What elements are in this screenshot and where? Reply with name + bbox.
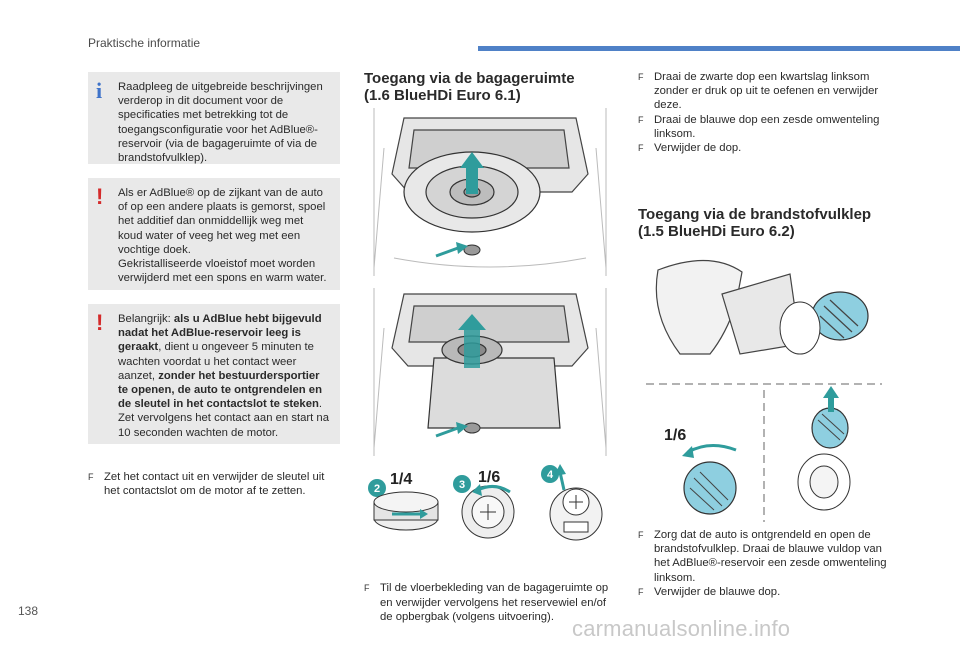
step-blue-cap: Draai de blauwe dop een zesde omwentelin…: [638, 113, 890, 141]
steps-luggage: Draai de zwarte dop een kwartslag linkso…: [638, 70, 890, 155]
warning-spill-text-1: Als er AdBlue® op de zijkant van de auto…: [118, 187, 326, 256]
step-open-flap: Zorg dat de auto is ontgrendeld en open …: [638, 528, 890, 585]
header-bar: [478, 46, 960, 51]
figure-boot-spare-wheel: [364, 108, 616, 276]
fuel-sixth-turn-label: 1/6: [664, 427, 686, 444]
step-2-label: 2: [374, 483, 380, 495]
warning-important-text-2: Zet vervolgens het contact aan en start …: [118, 412, 330, 439]
section-header: Praktische informatie: [88, 36, 201, 50]
step-remove-blue-cap: Verwijder de blauwe dop.: [638, 585, 890, 599]
warning-box-important: ! Belangrijk: als u AdBlue hebt bijgevul…: [88, 304, 340, 444]
warning-icon: !: [96, 310, 104, 335]
info-text: Raadpleeg de uitgebreide beschrijvingen …: [118, 81, 323, 165]
section-title-luggage: Toegang via de bagageruimte (1.6 BlueHDi…: [364, 70, 575, 104]
sixth-turn-label: 1/6: [478, 469, 500, 486]
watermark: carmanualsonline.info: [572, 616, 791, 641]
info-icon: i: [96, 78, 103, 103]
warning-spill-text-2: Gekristalliseerde vloeistof moet worden …: [118, 258, 327, 285]
step-ignition-off: Zet het contact uit en verwijder de sleu…: [88, 470, 342, 498]
warning-important-text-1: Belangrijk: als u AdBlue hebt bijgevuld …: [118, 313, 323, 411]
quarter-turn-label: 1/4: [390, 471, 412, 488]
steps-fuel-flap: Zorg dat de auto is ontgrendeld en open …: [638, 528, 890, 599]
info-box: i Raadpleeg de uitgebreide beschrijvinge…: [88, 72, 340, 164]
step-remove-cap: Verwijder de dop.: [638, 141, 890, 155]
warning-box-spill: ! Als er AdBlue® op de zijkant van de au…: [88, 178, 340, 290]
warning-icon: !: [96, 184, 104, 209]
step-4-label: 4: [547, 469, 554, 481]
figure-boot-adblue-tank: [364, 288, 616, 456]
figure-fuel-flap: 1/6: [640, 244, 886, 524]
step-black-cap: Draai de zwarte dop een kwartslag linkso…: [638, 70, 890, 113]
figure-cap-steps: 2 1/4 3 1/6 4: [364, 462, 616, 546]
section-title-fuel-flap: Toegang via de brandstofvulklep (1.5 Blu…: [638, 206, 872, 240]
page-number: 138: [18, 604, 39, 618]
step-3-label: 3: [459, 479, 465, 491]
step-lift-floor: Til de vloerbekleding van de bagageruimt…: [364, 581, 616, 624]
